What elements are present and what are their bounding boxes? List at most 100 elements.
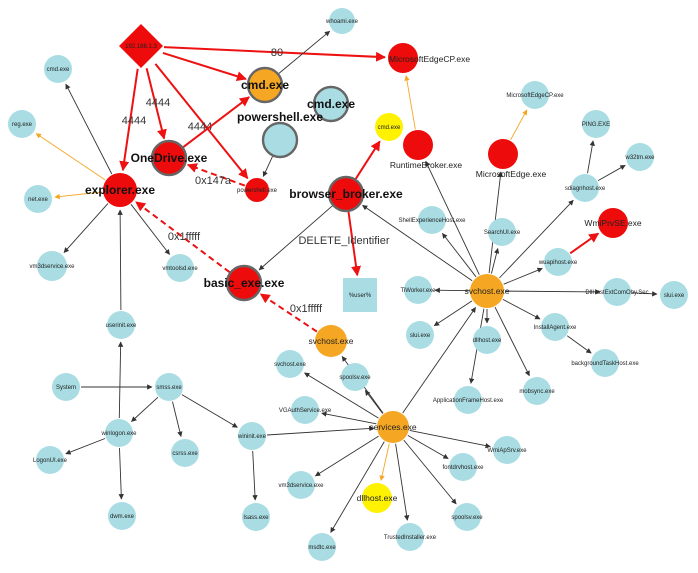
edge-wininit-to-services[interactable] [266,425,375,436]
process-circle[interactable] [36,446,64,474]
node-csrss[interactable]: csrss.exe [171,439,199,467]
node-svchost_gray[interactable]: svchost.exe [274,350,307,378]
node-msedge[interactable]: MicrosoftEdge.exe [476,139,547,179]
edge-services-to-vgauth[interactable] [321,411,377,425]
edge-sdiagnhost-to-ping[interactable] [587,140,595,174]
process-circle[interactable] [488,218,516,246]
edge-services-to-fontdrv[interactable] [407,435,449,459]
edge-runtimebroker-to-edgecp[interactable] [404,75,416,130]
node-fontdrv[interactable]: fontdrvhost.exe [442,453,484,481]
edge-services-to-trustedinstaller[interactable] [395,443,410,521]
edge-browser_broker-to-basic_exe[interactable] [258,205,333,271]
edge-svchost_main-to-runtimebroker[interactable] [425,160,480,275]
node-explorer[interactable]: explorer.exe [85,173,155,207]
node-cmd_left[interactable]: cmd.exe [44,55,72,83]
process-circle[interactable] [591,349,619,377]
node-dllhost_mid[interactable]: dllhost.exe [473,326,502,354]
edge-svchost_small-to-basic_exe[interactable] [259,293,318,333]
edge-ip-to-cmd_top[interactable] [162,51,247,82]
process-circle[interactable] [454,386,482,414]
edge-ip-to-explorer[interactable] [119,68,139,172]
process-circle[interactable] [238,422,266,450]
node-onedrive[interactable]: OneDrive.exe [131,139,208,177]
edge-svchost_main-to-installagent[interactable] [502,299,541,320]
edge-svchost_main-to-slui_mid[interactable] [433,300,473,327]
process-circle[interactable] [453,503,481,531]
edge-explorer-to-vm3d_left[interactable] [63,203,109,254]
node-vm3d_left[interactable]: vm3dservice.exe [29,251,75,281]
process-circle[interactable] [225,264,263,302]
node-lsass[interactable]: lsass.exe [242,503,270,531]
process-circle[interactable] [105,419,133,447]
edge-ip-to-edgecp[interactable] [163,46,386,62]
node-ping[interactable]: PING.EXE [582,110,610,138]
node-msedgecp_small[interactable]: MicrosoftEdgeCP.exe [506,81,564,109]
edge-winlogon-to-dwm[interactable] [118,447,124,500]
node-wmiprvse[interactable]: WmiPrvSE.exe [584,208,642,238]
process-circle[interactable] [544,248,572,276]
process-circle[interactable] [261,121,299,159]
process-circle[interactable] [24,185,52,213]
process-circle[interactable] [308,533,336,561]
process-circle[interactable] [377,411,409,443]
node-appframehost[interactable]: ApplicationFrameHost.exe [433,386,504,414]
node-winlogon[interactable]: winlogon.exe [100,419,137,447]
process-circle[interactable] [406,321,434,349]
process-circle[interactable] [418,206,446,234]
edge-winlogon-to-logonui[interactable] [65,438,106,455]
node-cmd_yellow[interactable]: cmd.exe [375,113,403,141]
edge-browser_broker-to-cmd_yellow[interactable] [354,140,381,180]
edge-browser_broker-to-user_square[interactable] [347,211,362,277]
process-circle[interactable] [246,66,284,104]
node-spoolsv_bottom[interactable]: spoolsv.exe [451,503,483,531]
node-smss[interactable]: smss.exe [155,373,183,401]
process-circle[interactable] [598,208,628,238]
process-circle[interactable] [470,274,504,308]
edge-msedge-to-msedgecp_small[interactable] [510,109,528,141]
edge-svchost_main-to-sdiagnhost[interactable] [499,199,574,279]
node-reg[interactable]: reg.exe [8,110,36,138]
edge-powershell_r-to-onedrive[interactable] [186,163,246,187]
process-circle[interactable] [287,471,315,499]
resource-square[interactable] [343,278,377,312]
node-w32tm[interactable]: w32tm.exe [624,143,655,171]
process-circle[interactable] [291,396,319,424]
process-circle[interactable] [166,254,194,282]
process-circle[interactable] [171,439,199,467]
edge-sdiagnhost-to-w32tm[interactable] [597,164,626,181]
edge-svchost_main-to-mobsync[interactable] [494,306,530,377]
node-trustedinstaller[interactable]: TrustedInstaller.exe [384,523,437,551]
node-spoolsv_top[interactable]: spoolsv.exe [339,363,371,391]
node-ip[interactable]: 192.168.1.3 [119,24,163,68]
edge-userinit-to-explorer[interactable] [117,209,123,311]
node-browser_broker[interactable]: browser_broker.exe [289,175,403,213]
process-circle[interactable] [245,178,269,202]
edge-services-to-msdtc[interactable] [330,441,385,533]
node-powershell[interactable]: powershell.exe [237,110,323,159]
process-circle[interactable] [315,325,347,357]
process-circle[interactable] [8,110,36,138]
node-slui_right[interactable]: slui.exe [660,281,688,309]
process-circle[interactable] [37,251,67,281]
process-circle[interactable] [312,85,350,123]
node-sdiagnhost[interactable]: sdiagnhost.exe [565,174,606,202]
edge-onedrive-to-cmd_top[interactable] [182,96,250,148]
node-bgtaskhost[interactable]: backgroundTaskHost.exe [571,349,639,377]
node-vgauth[interactable]: VGAuthService.exe [279,396,332,424]
process-circle[interactable] [396,523,424,551]
process-circle[interactable] [521,81,549,109]
edge-powershell-to-powershell_r[interactable] [262,156,273,177]
process-circle[interactable] [488,139,518,169]
node-userinit[interactable]: userinit.exe [106,311,137,339]
edge-smss-to-csrss[interactable] [172,401,183,438]
process-circle[interactable] [150,139,188,177]
edge-smss-to-wininit[interactable] [181,394,238,428]
node-powershell_r[interactable]: powershell.exe [237,178,278,202]
process-circle[interactable] [329,8,355,34]
node-user_square[interactable]: %user% [343,278,377,312]
node-svchost_main[interactable]: svchost.exe [465,274,510,308]
edge-explorer-to-cmd_left[interactable] [65,83,113,175]
edge-explorer-to-reg[interactable] [35,133,106,181]
edge-svchost_main-to-searchui[interactable] [490,247,500,274]
edge-cmd_top-to-whoami[interactable] [278,30,331,74]
